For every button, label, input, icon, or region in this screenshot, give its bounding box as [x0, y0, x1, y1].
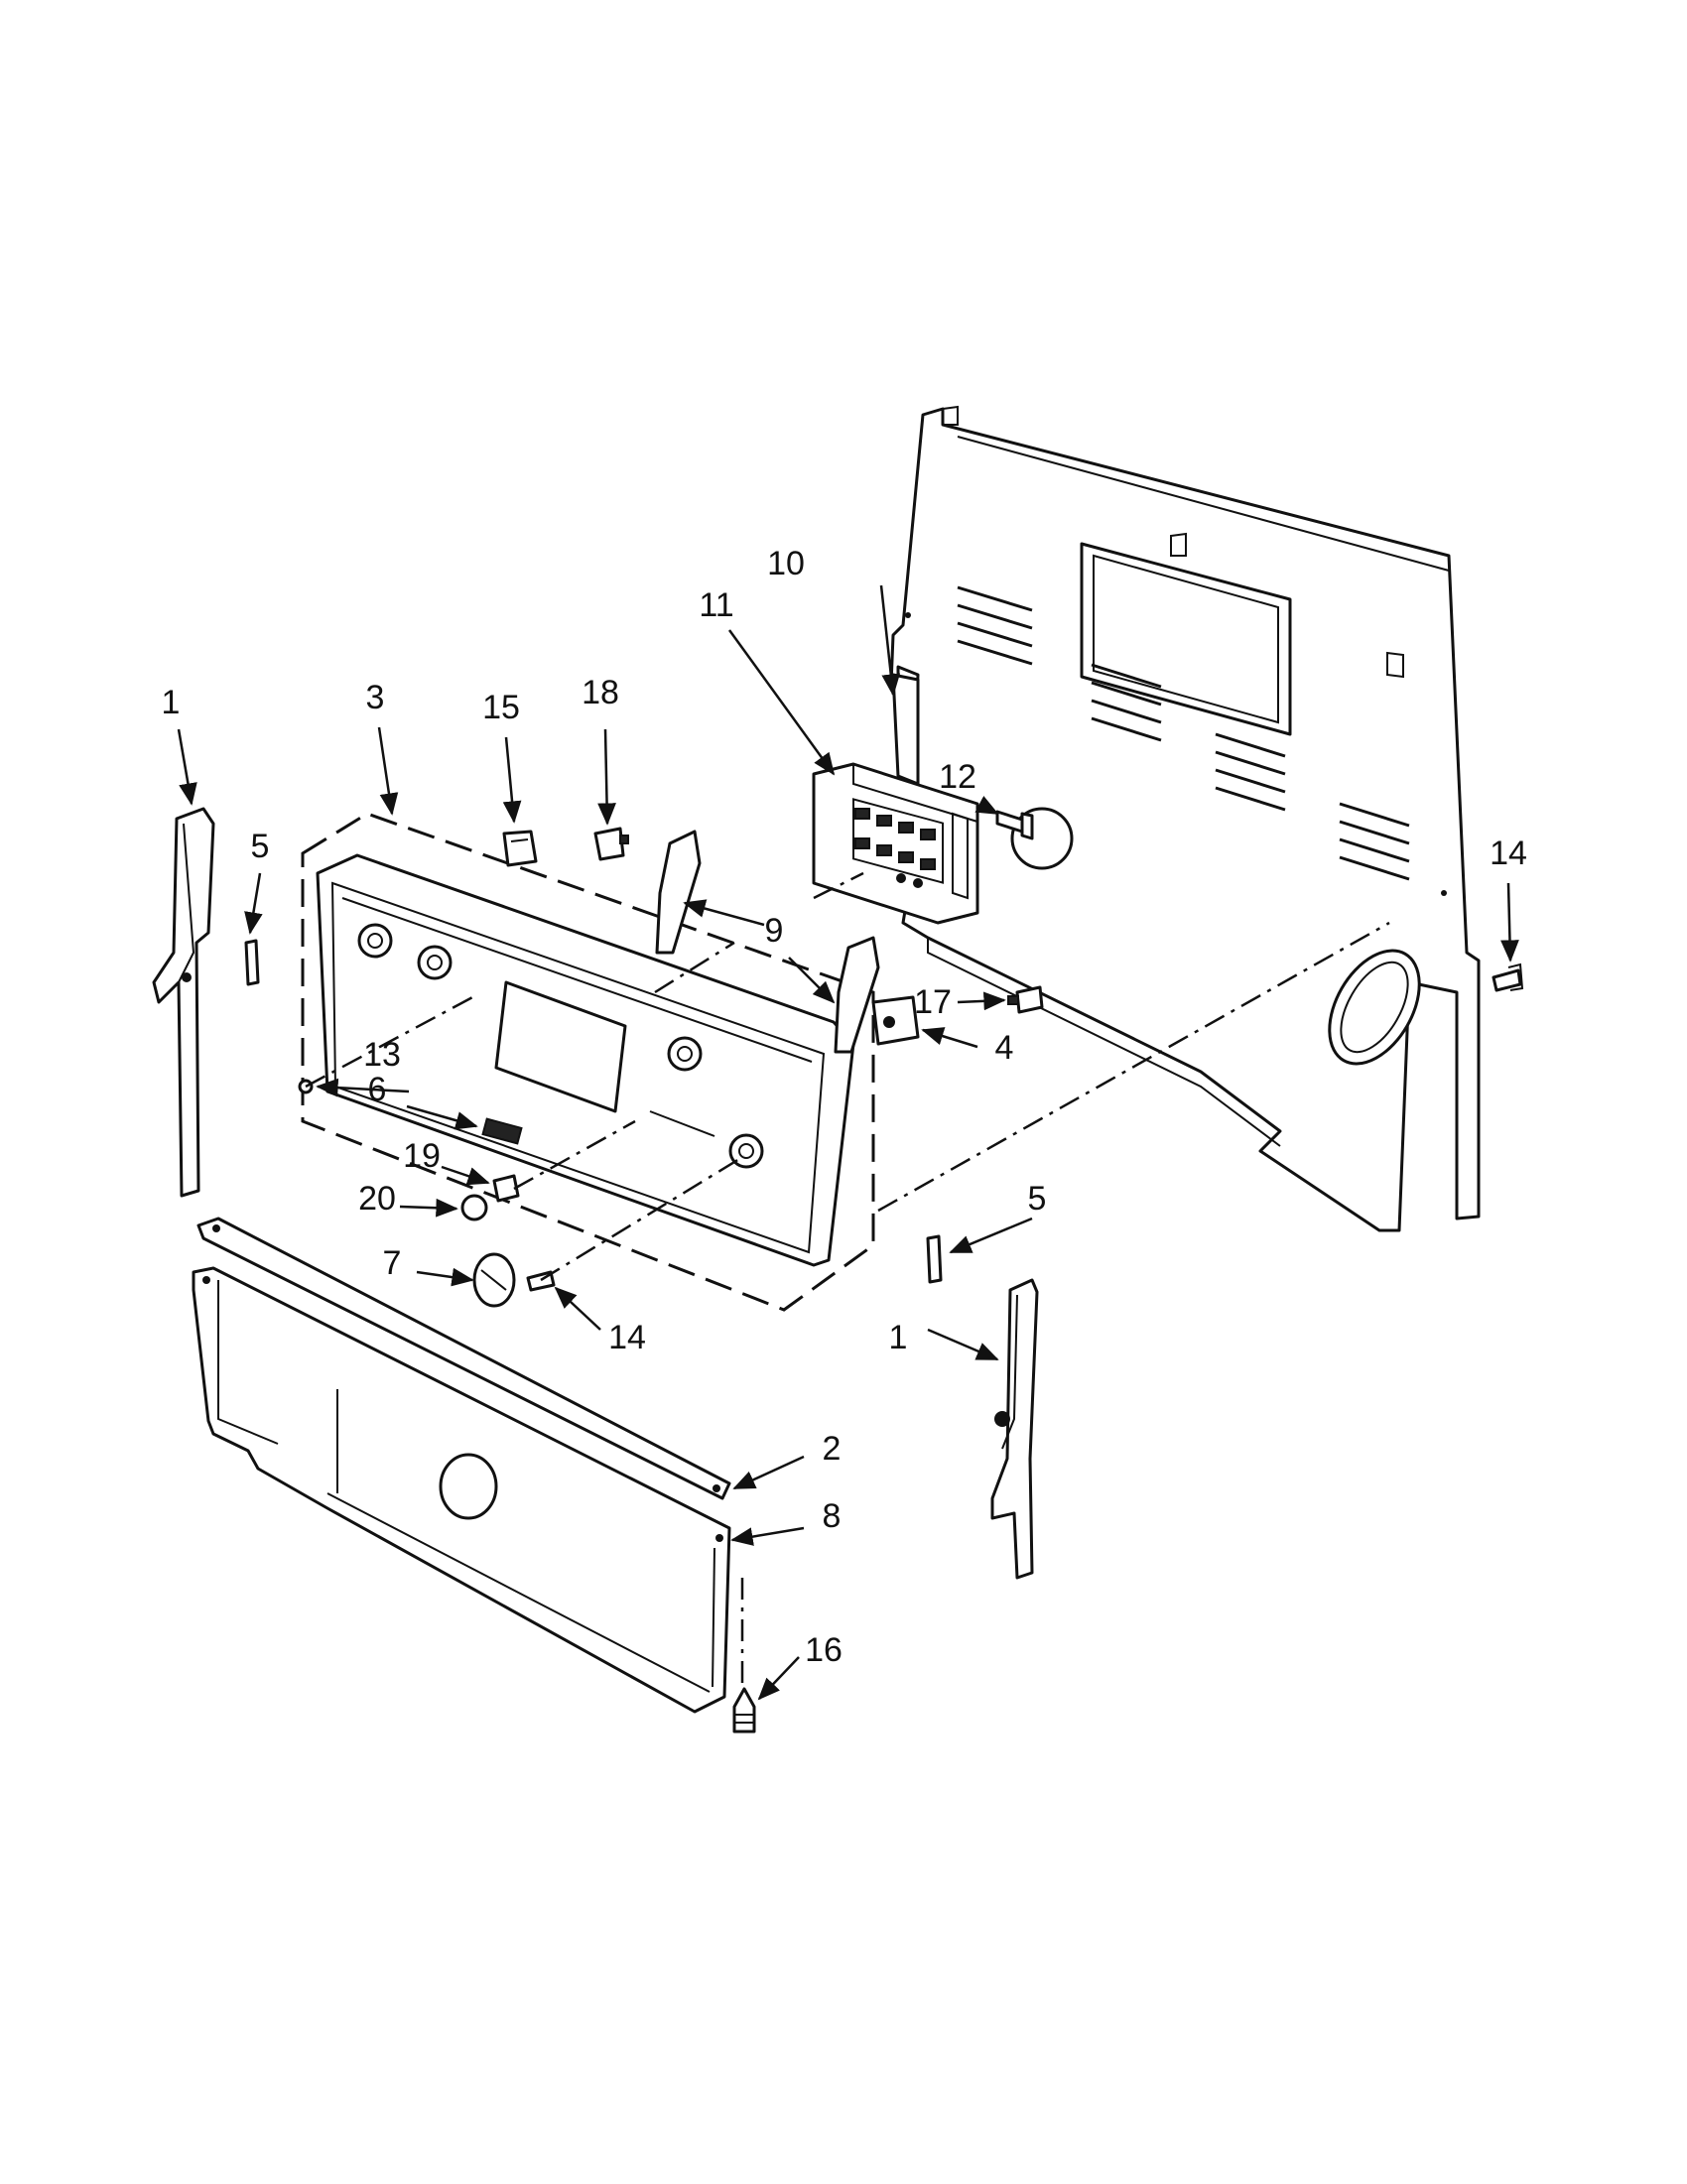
callout-11: 11	[699, 586, 733, 624]
end-cap-1-right	[990, 1278, 1039, 1580]
infinite-switch-4	[871, 995, 920, 1046]
end-cap-1-left	[152, 807, 215, 1198]
callout-14-front: 14	[608, 1319, 646, 1356]
callout-14-right: 14	[1490, 835, 1527, 872]
knob-7	[472, 1252, 516, 1308]
control-panel-outline	[301, 812, 875, 1312]
vent-slots	[957, 585, 1410, 881]
callout-18: 18	[582, 674, 619, 711]
assembly-lines	[305, 871, 1390, 1687]
shield-9-left	[655, 830, 702, 955]
callout-20: 20	[358, 1180, 396, 1218]
electronic-clock-control	[812, 762, 979, 925]
callout-2: 2	[823, 1430, 842, 1468]
callout-1-right: 1	[889, 1319, 908, 1356]
callout-13: 13	[363, 1036, 401, 1074]
callout-5-left: 5	[251, 828, 270, 865]
screw-14-right	[1492, 963, 1524, 992]
button-19	[492, 1174, 520, 1203]
screw-16	[732, 1687, 756, 1734]
screw-12	[995, 810, 1034, 840]
cap-20	[460, 1194, 488, 1221]
callout-6: 6	[368, 1071, 387, 1108]
callout-3: 3	[366, 679, 385, 716]
callout-19: 19	[403, 1137, 441, 1175]
leader-arrows	[177, 584, 1519, 1701]
callout-7: 7	[383, 1244, 402, 1282]
shield-9-right	[834, 936, 880, 1054]
callout-15: 15	[482, 689, 520, 726]
callout-4: 4	[995, 1029, 1014, 1067]
callout-16: 16	[805, 1631, 843, 1669]
callout-10: 10	[767, 545, 805, 582]
switch-18	[593, 827, 629, 861]
switch-17	[1007, 985, 1044, 1014]
clip-5-left	[244, 939, 260, 986]
callout-9: 9	[765, 912, 784, 950]
callout-8: 8	[823, 1497, 842, 1535]
control-panel	[316, 853, 855, 1267]
rear-panel	[889, 405, 1481, 1232]
clip-5-right	[926, 1234, 943, 1284]
callout-5-right: 5	[1028, 1180, 1047, 1218]
cover-panel-8	[192, 1266, 731, 1714]
callout-17: 17	[914, 983, 952, 1021]
bracket-15	[502, 830, 538, 867]
callout-labels: 1 1 2 3 4 5 5 6 7 8 9 10 11 12 13 14 14 …	[162, 545, 1527, 1669]
callout-12: 12	[939, 758, 976, 796]
manifold-panel-2	[196, 1217, 731, 1500]
overlay-13	[481, 1117, 523, 1145]
callout-1-left: 1	[162, 684, 181, 721]
